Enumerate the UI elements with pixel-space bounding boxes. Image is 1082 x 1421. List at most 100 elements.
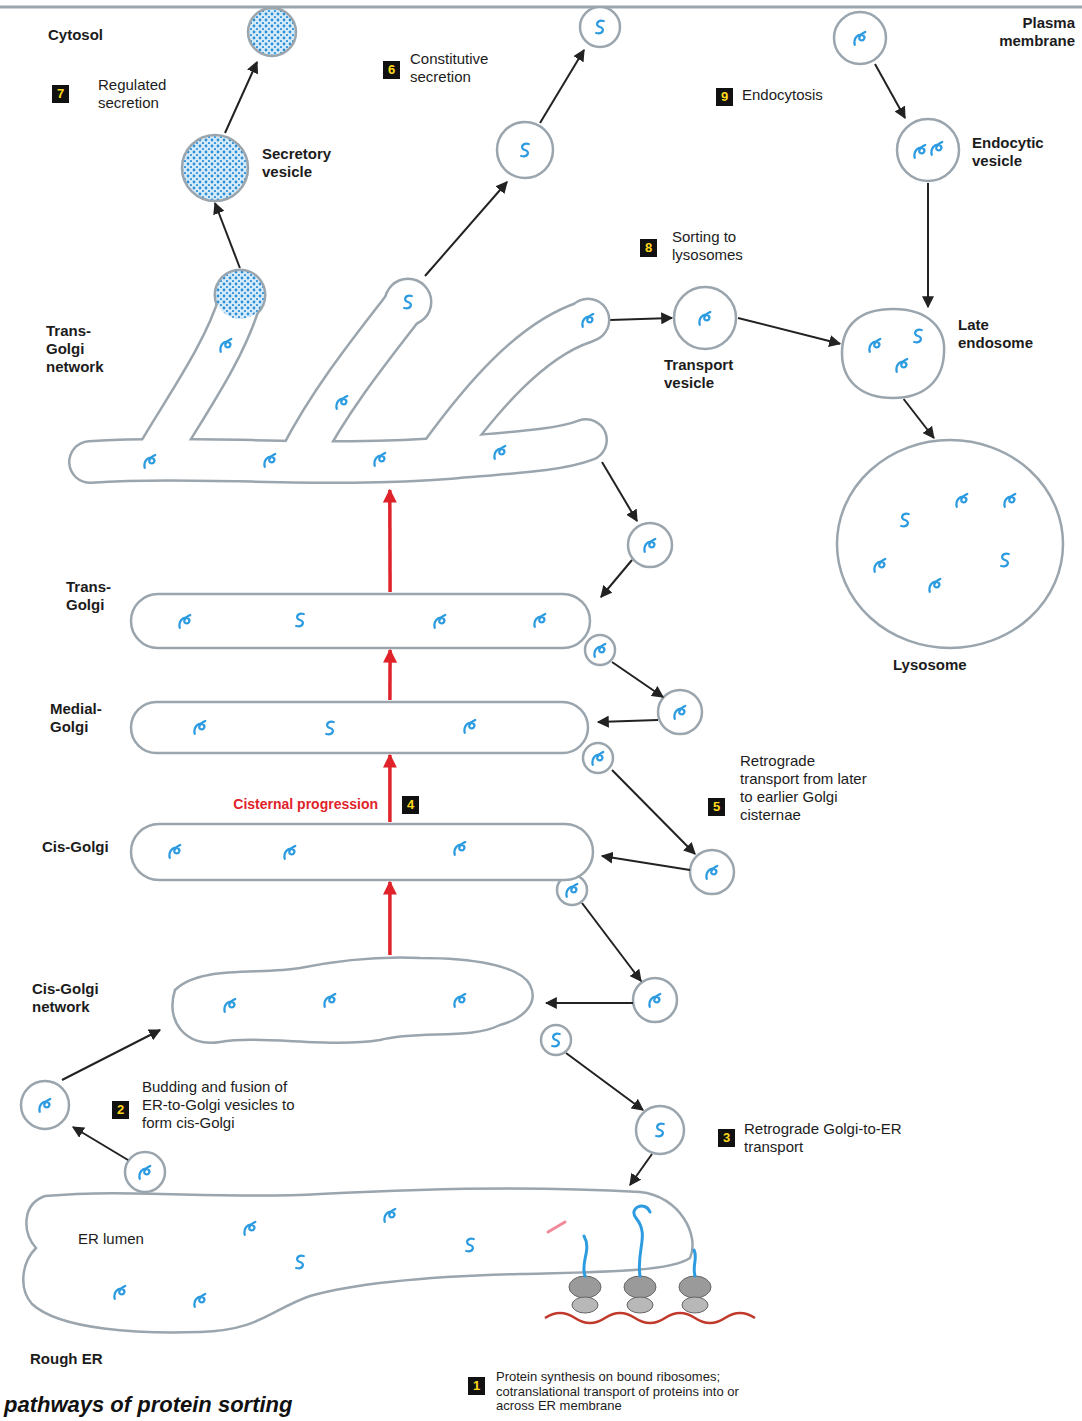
transport-vesicle-outline — [672, 285, 738, 351]
trans-golgi-outline — [130, 592, 592, 650]
organelle-label: Medial-Golgi — [50, 700, 122, 736]
organelle-label-holder: Secretory vesicle — [262, 145, 352, 181]
protein — [1001, 554, 1009, 566]
caption: pathways of protein sorting — [4, 1392, 292, 1418]
callout-number-holder: 6 — [383, 60, 400, 79]
lysosome: Lysosome — [835, 438, 1065, 650]
organelle-label: Lysosome — [893, 656, 993, 674]
organelle-label: Rough ER — [30, 1350, 130, 1368]
protein — [874, 559, 885, 572]
protein — [596, 21, 604, 33]
secretory-vesicle-outline — [180, 133, 250, 203]
pathway-arrow — [62, 1030, 160, 1080]
organelle-label-holder: Late endosome — [958, 316, 1050, 352]
callout-number-holder: 2 — [112, 1100, 129, 1119]
protein — [582, 314, 593, 327]
ribosome-small — [572, 1297, 598, 1313]
cis-golgi-outline — [130, 822, 595, 882]
vesicle-arrows — [62, 462, 695, 1185]
region-label: Cytosol — [48, 26, 148, 44]
caption-holder: pathways of protein sorting — [4, 1392, 292, 1418]
callout-number-holder: 7 — [52, 84, 69, 103]
cis-golgi-network-outline — [160, 955, 540, 1050]
protein — [699, 312, 710, 325]
protein — [552, 1034, 560, 1046]
medial-golgi: Medial-Golgi — [130, 700, 590, 755]
endosome-outline — [842, 309, 944, 398]
ribosome-large — [624, 1276, 656, 1298]
pathway-arrow — [738, 318, 840, 344]
protein — [956, 494, 967, 507]
protein — [869, 339, 880, 352]
process-label-holder: Cisternal progression — [170, 795, 378, 813]
pathway-arrow — [602, 856, 690, 870]
cis-golgi: Cis-Golgi — [130, 822, 595, 882]
protein — [336, 396, 347, 409]
constitutive-vesicle — [497, 122, 553, 178]
callout-number-holder: 9 — [716, 87, 733, 106]
endocytic-vesicle: Endocytic vesicle — [895, 117, 961, 183]
cisterna-outline — [131, 594, 590, 648]
protein — [454, 994, 465, 1007]
organelle-label: ER lumen — [78, 1230, 178, 1248]
callout-text: Regulated secretion — [98, 76, 208, 112]
protein — [326, 722, 334, 734]
vesicle — [690, 850, 734, 894]
cis-golgi-network: Cis-Golgi network — [160, 955, 540, 1050]
pathway-arrow — [546, 1002, 633, 1004]
protein — [464, 720, 475, 733]
medial-golgi-outline — [130, 700, 590, 755]
callout-number-holder: 8 — [640, 238, 657, 257]
callout-text: Sorting to lysosomes — [672, 228, 782, 264]
protein — [296, 614, 304, 626]
organelle-label: Cis-Golgi — [42, 838, 127, 856]
organelle-label-holder: Cis-Golgi — [42, 838, 127, 856]
organelle-label-holder: Cis-Golgi network — [32, 980, 122, 1016]
ribosomes — [545, 1276, 755, 1323]
vesicle — [636, 1106, 684, 1154]
protein — [1004, 494, 1015, 507]
progression-arrow — [388, 650, 392, 700]
organelle-label: Transport vesicle — [664, 356, 756, 392]
callout-number-holder: 5 — [708, 797, 725, 816]
mrna-strand — [545, 1313, 755, 1323]
organelle-label: Late endosome — [958, 316, 1050, 352]
protein — [169, 845, 180, 858]
organelle-label: Secretory vesicle — [262, 145, 352, 181]
ribosome-large — [569, 1276, 601, 1298]
rough-er: ER lumenRough ER — [15, 1180, 705, 1340]
pathway-arrow — [602, 462, 637, 521]
bud-lumen — [216, 271, 264, 319]
late-endosome-outline — [840, 307, 946, 399]
organelle-label: Trans-Golgi — [66, 578, 126, 614]
protein — [929, 579, 940, 592]
organelle-label: Endocytic vesicle — [972, 134, 1072, 170]
protein — [194, 1294, 205, 1307]
protein — [144, 455, 155, 468]
cisterna-outline — [131, 824, 593, 880]
callout-text: Retrograde transport from later to earli… — [740, 752, 868, 824]
transport-vesicle: Transport vesicle — [672, 285, 738, 351]
protein — [39, 1099, 50, 1112]
tubule-outline — [300, 305, 405, 458]
membrane-line — [0, 6, 1082, 9]
protein — [592, 752, 603, 765]
protein — [914, 145, 925, 158]
callout-text-holder: Constitutive secretion — [410, 50, 530, 86]
protein — [244, 1222, 255, 1235]
organelle-label-holder: Endocytic vesicle — [972, 134, 1072, 170]
progression-arrow — [388, 755, 392, 822]
vesicle — [658, 690, 702, 734]
nascent-polypeptide — [694, 1250, 695, 1276]
tubule-lumen — [160, 300, 240, 450]
fusing-vesicle — [580, 7, 620, 47]
callout-text: Budding and fusion of ER-to-Golgi vesicl… — [142, 1078, 310, 1132]
callout-number-holder: 1 — [468, 1376, 485, 1395]
pathway-arrow — [73, 1127, 128, 1160]
trans-golgi-network-outline — [65, 268, 610, 490]
protein — [284, 846, 295, 859]
protein — [649, 994, 660, 1007]
trans-golgi-network: Trans-Golgi network — [65, 268, 610, 490]
callout-number: 4 — [402, 796, 419, 814]
vesicle — [497, 122, 553, 178]
